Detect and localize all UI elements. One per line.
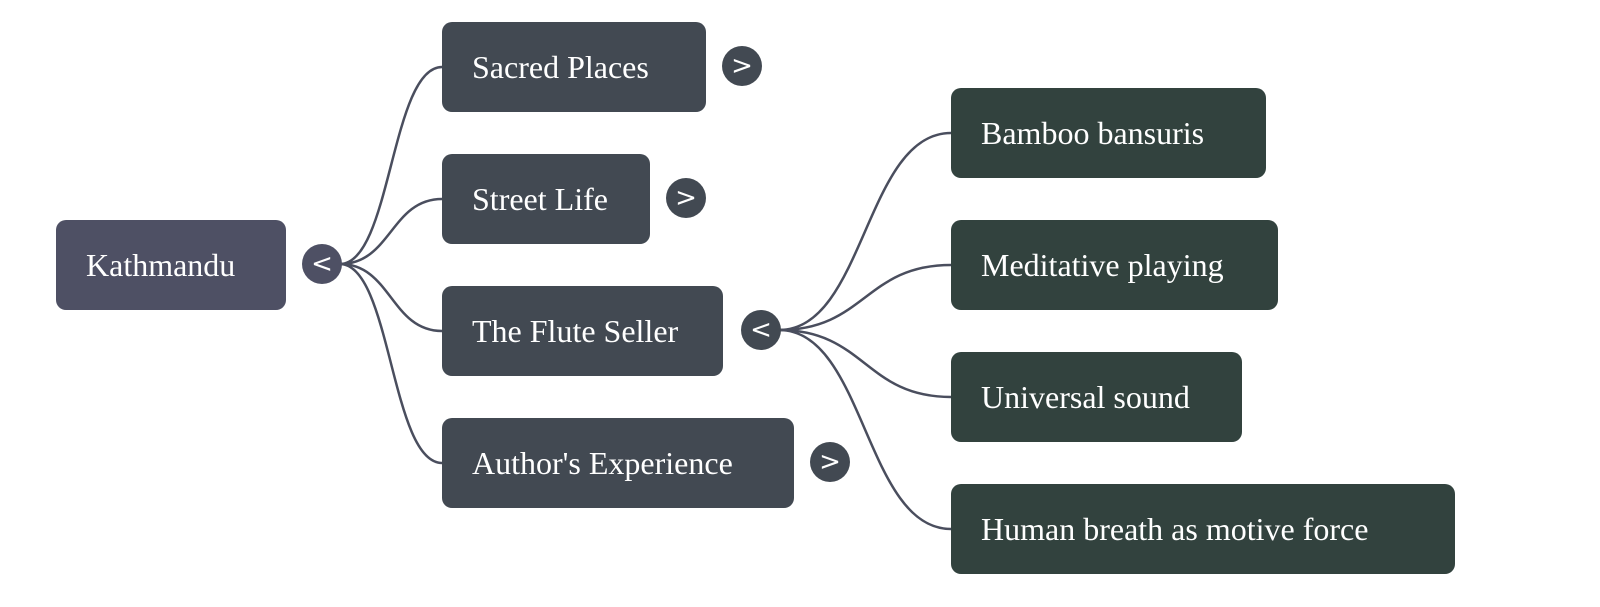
node-label: Sacred Places	[472, 48, 649, 85]
link-kathmandu-the-flute-seller	[339, 262, 443, 333]
node-street-life[interactable]: Street Life	[442, 154, 650, 244]
node-universal-sound[interactable]: Universal sound	[951, 352, 1242, 442]
chevron-right-icon: >	[731, 51, 753, 81]
link-kathmandu-sacred-places	[339, 65, 443, 266]
expand-toggle-sacred-places[interactable]: >	[722, 46, 762, 86]
node-label: Universal sound	[981, 378, 1190, 415]
node-bamboo-bansuris[interactable]: Bamboo bansuris	[951, 88, 1266, 178]
link-flute-seller-bamboo-bansuris	[778, 131, 952, 332]
chevron-right-icon: >	[819, 447, 841, 477]
node-label: Street Life	[472, 180, 608, 217]
node-meditative-playing[interactable]: Meditative playing	[951, 220, 1278, 310]
expand-toggle-authors-experience[interactable]: >	[810, 442, 850, 482]
link-flute-seller-universal-sound	[778, 328, 952, 399]
node-the-flute-seller[interactable]: The Flute Seller	[442, 286, 723, 376]
node-authors-experience[interactable]: Author's Experience	[442, 418, 794, 508]
link-kathmandu-street-life	[339, 197, 443, 266]
chevron-left-icon: <	[750, 315, 772, 345]
node-human-breath-as-motive-force[interactable]: Human breath as motive force	[951, 484, 1455, 574]
node-label: Human breath as motive force	[981, 510, 1369, 547]
link-kathmandu-authors-experience	[339, 262, 443, 465]
link-flute-seller-meditative-playing	[778, 263, 952, 332]
expand-toggle-street-life[interactable]: >	[666, 178, 706, 218]
collapse-toggle-kathmandu[interactable]: <	[302, 244, 342, 284]
chevron-right-icon: >	[675, 183, 697, 213]
node-label: The Flute Seller	[472, 312, 679, 349]
collapse-toggle-the-flute-seller[interactable]: <	[741, 310, 781, 350]
node-label: Kathmandu	[86, 246, 236, 283]
node-label: Bamboo bansuris	[981, 114, 1205, 151]
node-kathmandu[interactable]: Kathmandu	[56, 220, 286, 310]
link-flute-seller-human-breath	[778, 328, 952, 531]
node-sacred-places[interactable]: Sacred Places	[442, 22, 706, 112]
chevron-left-icon: <	[311, 249, 333, 279]
node-label: Meditative playing	[981, 246, 1224, 283]
node-label: Author's Experience	[472, 444, 733, 481]
